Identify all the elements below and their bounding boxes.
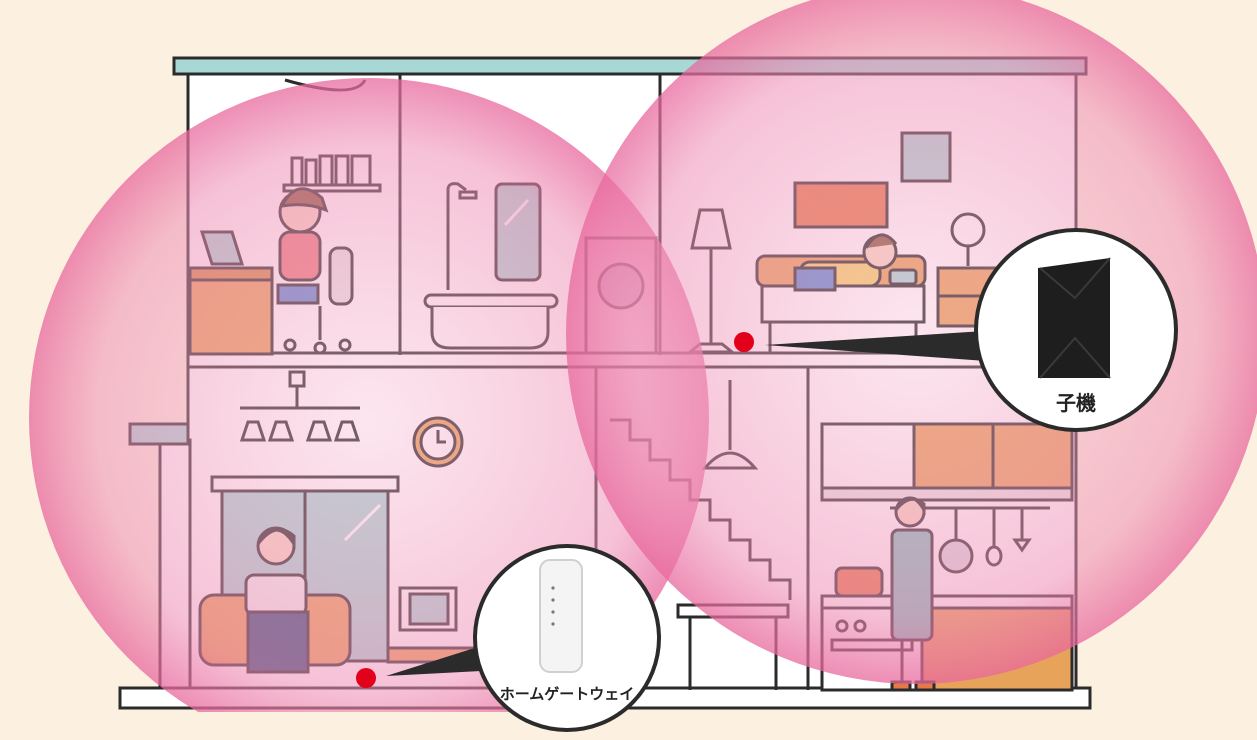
home-gateway-icon xyxy=(540,560,582,672)
gateway-location-dot xyxy=(356,668,376,688)
gateway-callout: ホームゲートウェイ xyxy=(475,546,659,730)
gateway-label: ホームゲートウェイ xyxy=(500,685,635,703)
router-extender-icon xyxy=(1038,258,1110,378)
extender-location-dot xyxy=(734,332,754,352)
extender-callout: 子機 xyxy=(976,230,1176,430)
extender-label: 子機 xyxy=(1056,391,1096,415)
